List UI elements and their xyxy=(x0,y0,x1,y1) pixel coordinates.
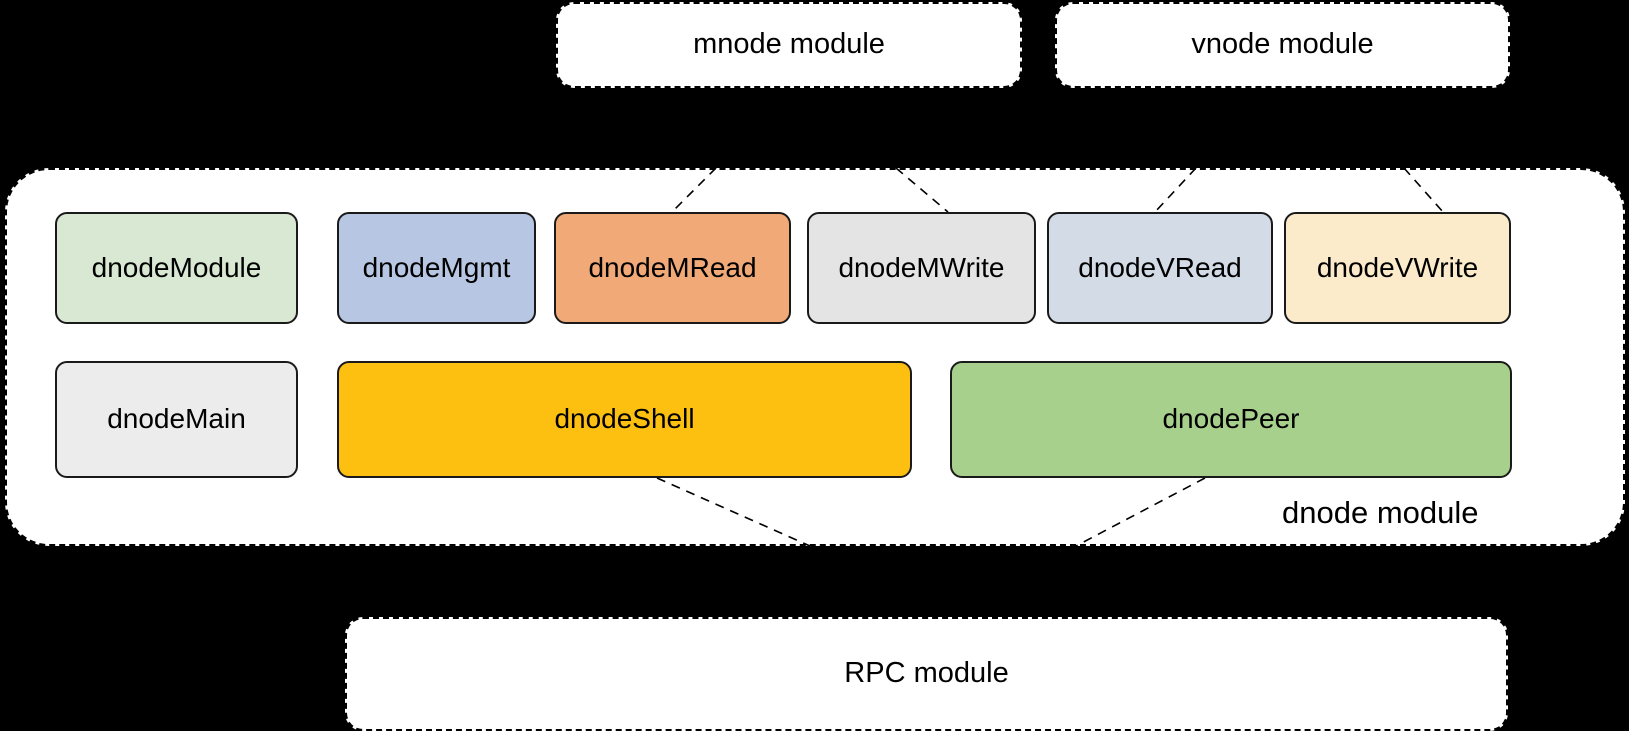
dnodeMain-label: dnodeMain xyxy=(107,403,246,435)
dnodeModule-label: dnodeModule xyxy=(91,251,262,283)
dnodeVRead-label: dnodeVRead xyxy=(1078,251,1242,283)
mnode-module-box[interactable]: mnode module xyxy=(556,2,1022,88)
dnodeShell-label: dnodeShell xyxy=(554,403,695,435)
dnode-mgmt-box[interactable]: dnodeMgmt xyxy=(337,212,536,324)
rpc-module-box[interactable]: RPC module xyxy=(345,617,1508,731)
dnodeMgmt-label: dnodeMgmt xyxy=(362,251,511,283)
dnodeMWrite-label: dnodeMWrite xyxy=(838,251,1005,283)
dnodeMRead-label: dnodeMRead xyxy=(588,251,757,283)
mnode-module-label: mnode module xyxy=(693,28,885,61)
dnodePeer-label: dnodePeer xyxy=(1162,403,1300,435)
dnode-vwrite-box[interactable]: dnodeVWrite xyxy=(1284,212,1511,324)
dnode-mwrite-box[interactable]: dnodeMWrite xyxy=(807,212,1036,324)
dnode-main-box[interactable]: dnodeMain xyxy=(55,361,298,478)
vnode-module-label: vnode module xyxy=(1191,28,1374,61)
dnode-mread-box[interactable]: dnodeMRead xyxy=(554,212,791,324)
rpc-module-label: RPC module xyxy=(844,657,1009,690)
vnode-module-box[interactable]: vnode module xyxy=(1055,2,1510,88)
dnodeVWrite-label: dnodeVWrite xyxy=(1316,251,1479,283)
dnode-peer-box[interactable]: dnodePeer xyxy=(950,361,1512,478)
dnode-module-box-item[interactable]: dnodeModule xyxy=(55,212,298,324)
dnode-shell-box[interactable]: dnodeShell xyxy=(337,361,912,478)
dnode-vread-box[interactable]: dnodeVRead xyxy=(1047,212,1273,324)
dnode-module-label: dnode module xyxy=(1282,495,1479,530)
